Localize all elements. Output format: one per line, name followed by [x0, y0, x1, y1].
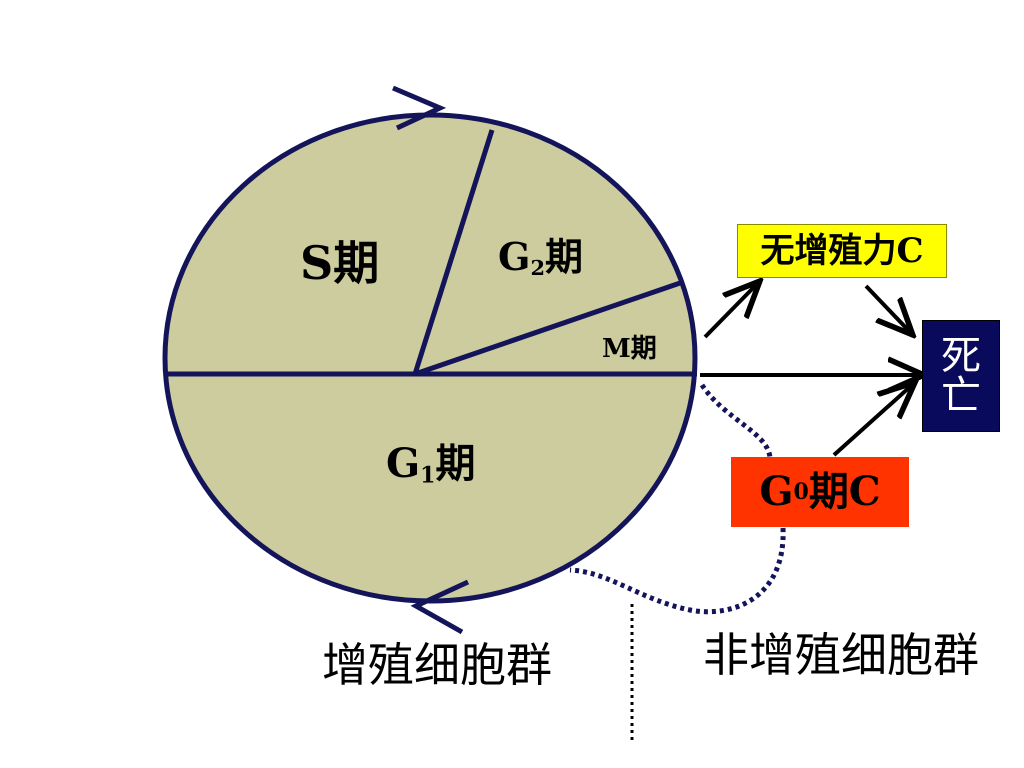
- no-proliferation-box: 无增殖力C: [737, 224, 947, 278]
- g2-phase-label: G2期: [498, 234, 584, 281]
- m-phase-label: M期: [602, 334, 657, 364]
- arrow-g0-to-death: [832, 385, 912, 457]
- arrow-no-prolif-to-death: [864, 284, 910, 332]
- g1-phase-label: G1期: [386, 440, 476, 489]
- arrow-to-no-prolif: [703, 284, 757, 339]
- divider-g2-m: [414, 279, 684, 377]
- proliferating-population-caption: 增殖细胞群: [322, 638, 552, 692]
- dotted-path-g0-return: [569, 527, 786, 615]
- dotted-path-to-g0: [699, 383, 773, 459]
- s-phase-label: S期: [300, 236, 380, 290]
- divider-s-g2: [412, 129, 495, 375]
- death-box: 死 亡: [922, 320, 1000, 432]
- non-proliferating-population-caption: 非增殖细胞群: [703, 628, 979, 682]
- cycle-direction-arrow-bottom: [410, 579, 470, 635]
- cycle-direction-arrow-top: [392, 85, 447, 131]
